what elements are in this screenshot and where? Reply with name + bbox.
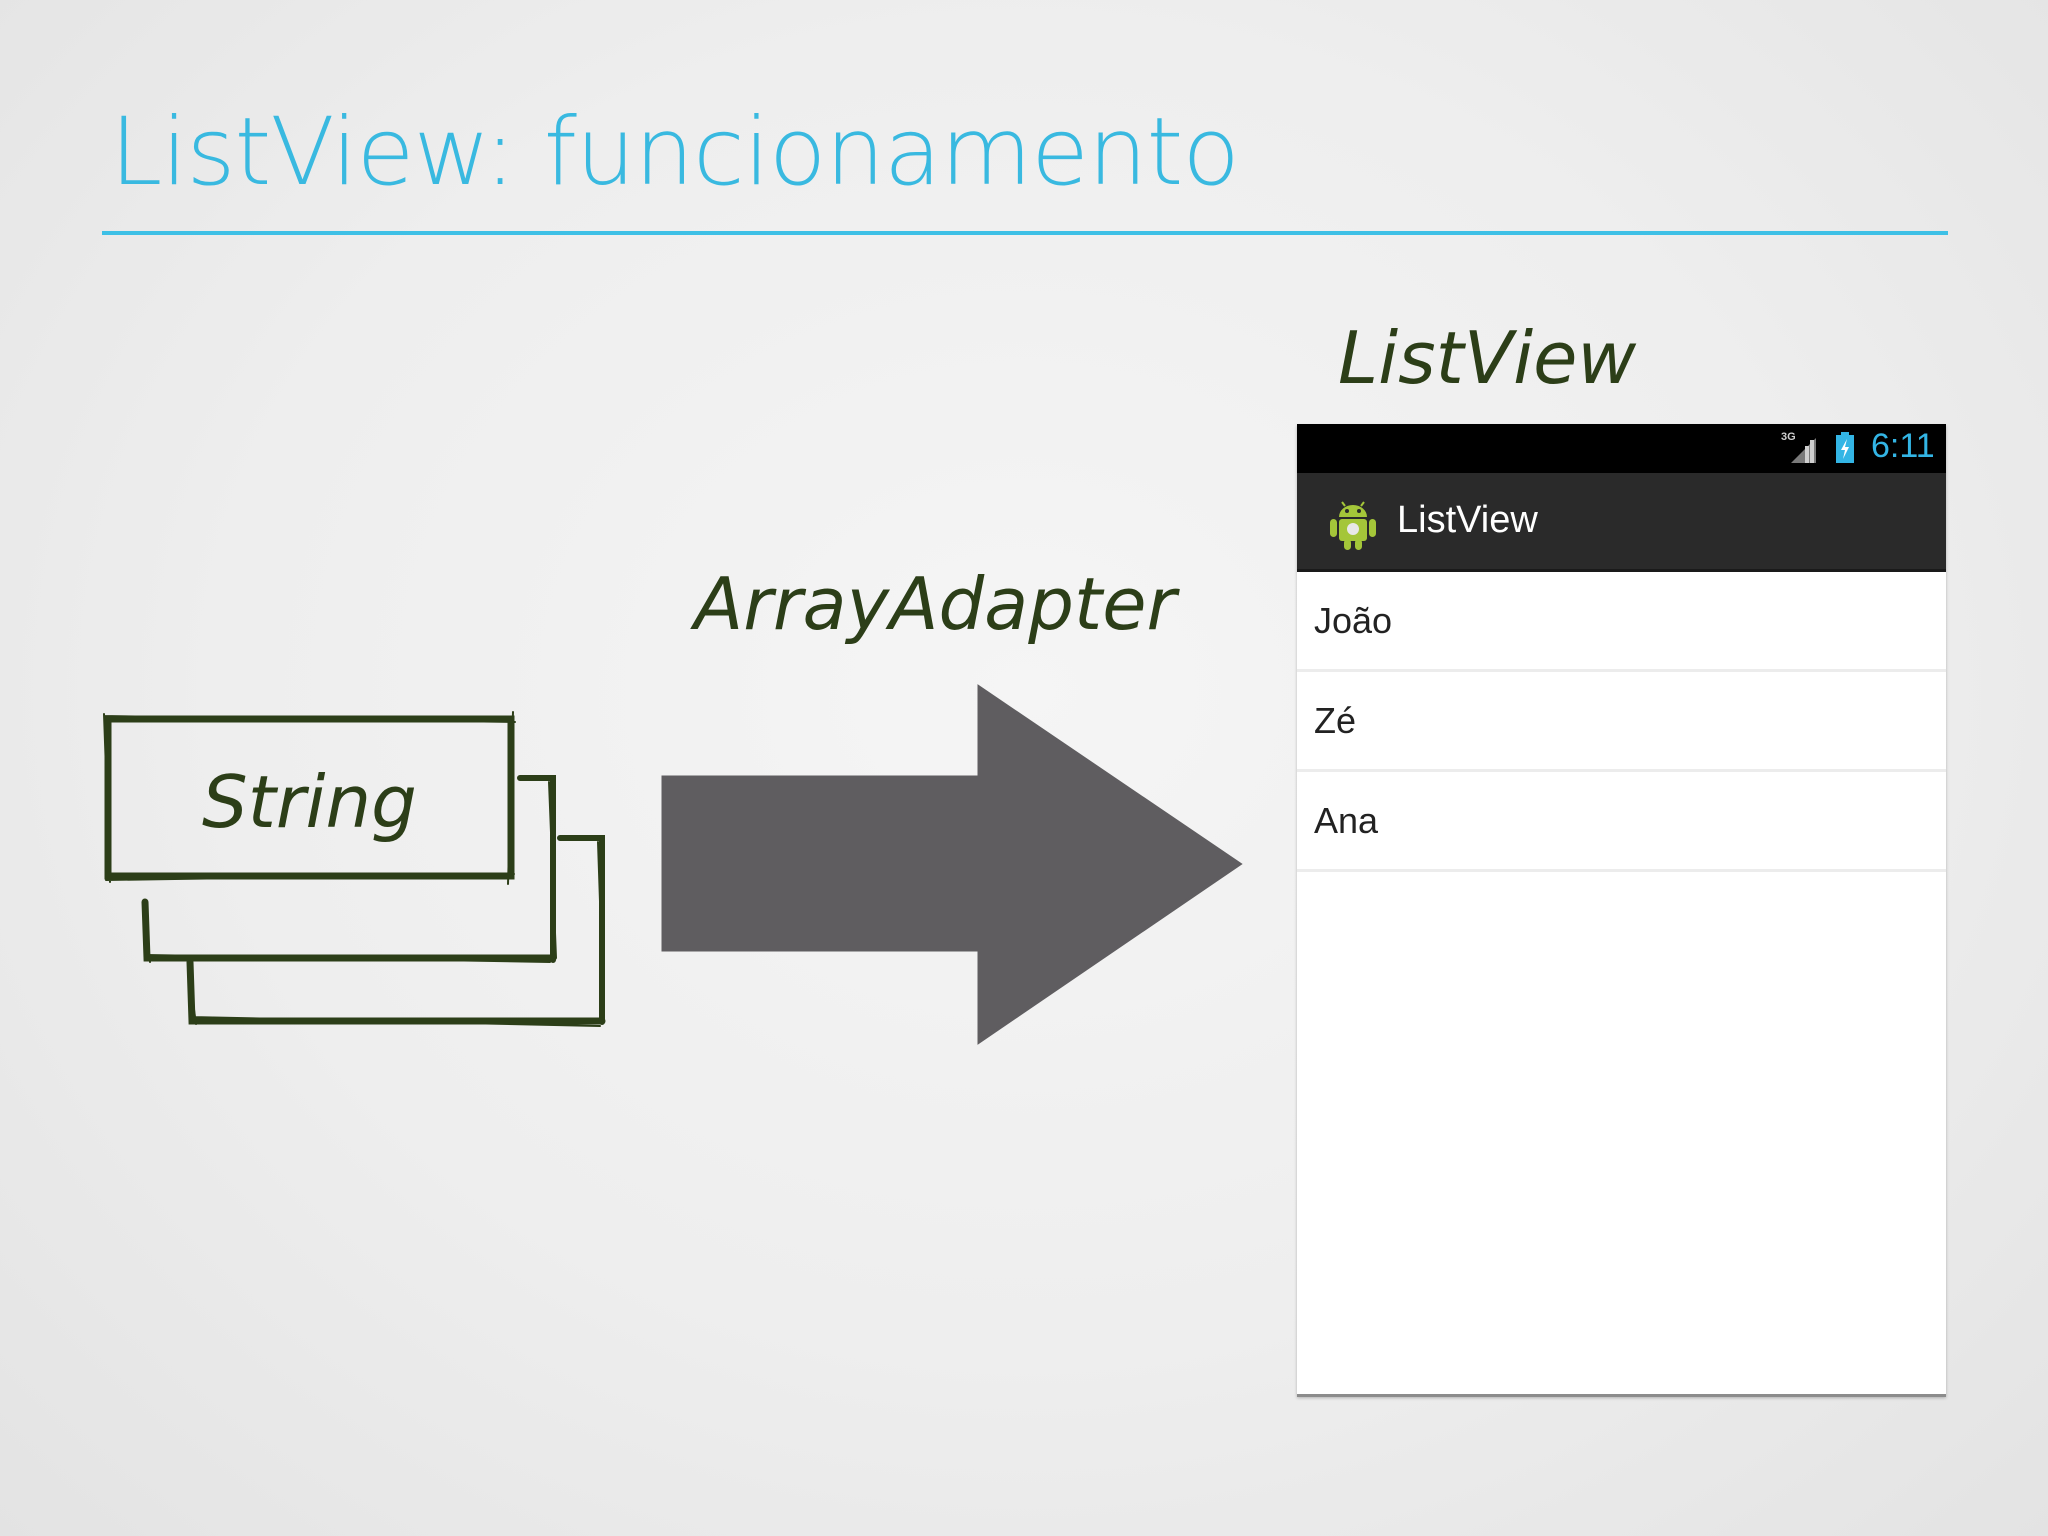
status-clock: 6:11: [1871, 427, 1935, 465]
string-label: String: [202, 760, 417, 844]
signal-icon: 3G: [1781, 431, 1817, 465]
string-card-front: [103, 711, 516, 885]
list-item-label: Zé: [1314, 700, 1357, 741]
battery-icon: [1836, 432, 1854, 463]
list-item[interactable]: João: [1297, 572, 1946, 672]
list-item[interactable]: Ana: [1297, 772, 1946, 872]
arrayadapter-label: ArrayAdapter: [694, 562, 1177, 646]
list-item-label: João: [1314, 600, 1393, 641]
phone-bottom-edge: [1297, 1394, 1946, 1397]
string-card-back: [186, 835, 606, 1027]
slide-title: ListView: funcionamento: [110, 98, 1240, 207]
phone-screen: 3G 6:11 ListView: [1297, 424, 1946, 1396]
list-item[interactable]: Zé: [1297, 672, 1946, 772]
list-view[interactable]: João Zé Ana: [1297, 572, 1946, 872]
app-title: ListView: [1397, 499, 1538, 541]
network-type: 3G: [1781, 431, 1796, 443]
list-item-label: Ana: [1314, 800, 1379, 841]
title-divider: [102, 231, 1948, 235]
string-card-middle: [141, 775, 557, 963]
status-bar: 3G 6:11: [1297, 424, 1946, 473]
action-bar: ListView: [1297, 473, 1946, 572]
arrow-icon: [661, 684, 1243, 1045]
android-icon[interactable]: [1327, 495, 1379, 551]
signal-bars-icon: [1791, 438, 1816, 463]
listview-label: ListView: [1338, 316, 1637, 400]
